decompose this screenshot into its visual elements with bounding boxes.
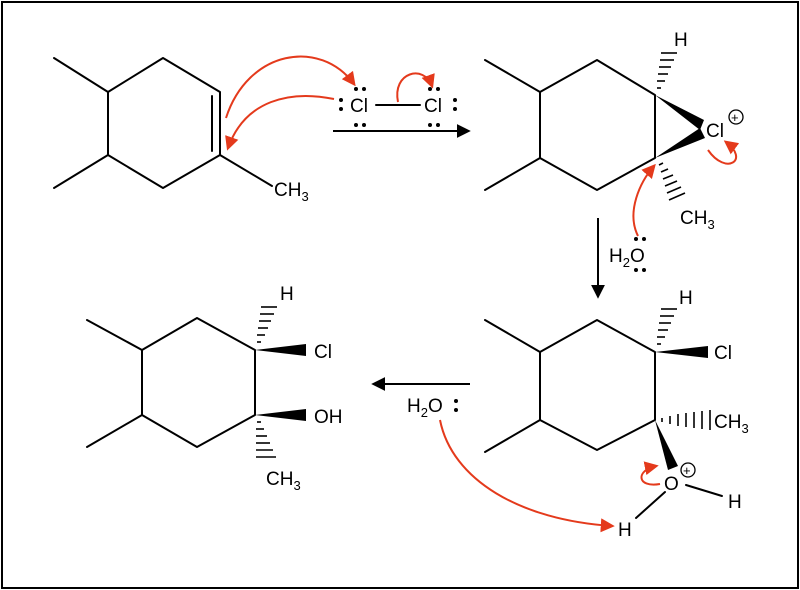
h-label: H [280,284,294,305]
curved-arrow-pi-to-cl [225,55,356,119]
product-molecule: H Cl OH CH3 [86,284,343,493]
chloronium-cl-label: Cl [706,121,724,142]
water-label: H2O [609,246,645,270]
curved-arrow-deprotonation [439,419,615,533]
methyl-label: CH3 [714,412,749,436]
methyl-label: CH3 [274,180,309,204]
h-label: H [618,520,632,541]
cl-atom-left: Cl [350,96,368,117]
cl-label: Cl [314,342,332,363]
curved-arrow-oh-bond [640,461,661,486]
positive-charge: + [683,463,691,478]
cl-label: Cl [714,343,732,364]
positive-charge: + [731,110,739,125]
water-label: H2O [407,396,443,420]
chloronium-molecule: H Cl + CH3 [484,30,744,232]
oxonium-molecule: H Cl CH3 O + H H [484,288,749,541]
curved-arrow-cl-cl-bond [396,72,435,103]
methyl-label: CH3 [680,208,715,232]
alkene-molecule: CH3 [53,57,309,204]
curved-arrow-ring-opening [707,140,740,165]
chlorine-reagent: Cl Cl [339,87,457,127]
h-label: H [679,288,693,309]
hydroxyl-label: OH [314,407,343,428]
curved-arrow-water-attack [632,163,656,237]
h-label: H [674,30,688,51]
cl-atom-right: Cl [424,96,442,117]
curved-arrow-cl-to-alkene [225,95,335,151]
h-label: H [728,492,742,513]
oxonium-o-label: O [664,474,679,495]
methyl-label: CH3 [266,469,301,493]
